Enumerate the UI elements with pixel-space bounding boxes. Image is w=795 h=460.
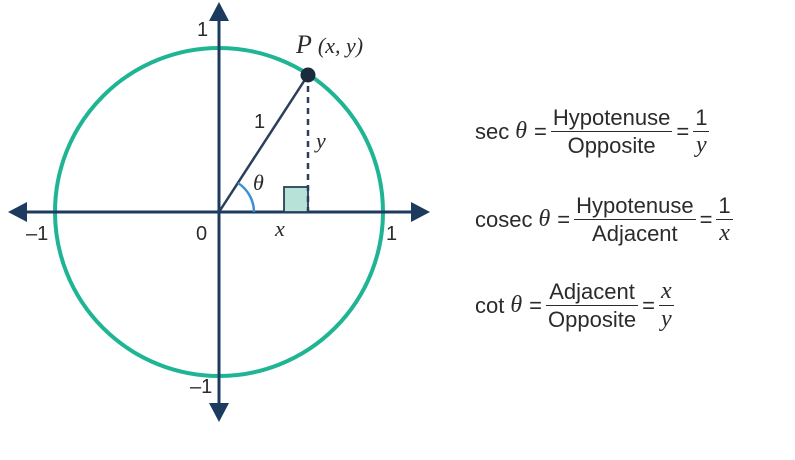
angle-label: θ (253, 170, 264, 195)
equals-sign: = (557, 206, 571, 232)
equals-sign: = (642, 292, 655, 318)
x-axis-arrow-left (8, 202, 27, 222)
fraction-bar (550, 131, 673, 132)
result-fraction: x y (658, 278, 674, 333)
cot-formula: cot θ = Adjacent Opposite = x y (475, 278, 674, 333)
result-numerator: x (660, 278, 672, 304)
result-numerator: 1 (718, 193, 731, 218)
point-p (300, 67, 316, 83)
theta-symbol: θ (538, 206, 551, 232)
angle-arc (237, 181, 256, 213)
x-pos-label: 1 (386, 223, 397, 245)
ratio-fraction: Hypotenuse Adjacent (574, 192, 696, 247)
x-neg-label: –1 (26, 223, 48, 245)
equals-sign: = (529, 292, 543, 318)
function-name: cot (475, 292, 505, 318)
ratio-fraction: Adjacent Opposite (546, 278, 639, 333)
result-fraction: 1 x (716, 192, 733, 247)
fraction-bar (546, 305, 639, 306)
ratio-fraction: Hypotenuse Opposite (550, 104, 673, 159)
result-fraction: 1 y (693, 104, 710, 159)
x-axis-arrow-right (411, 202, 430, 222)
function-name: cosec (475, 206, 533, 232)
sec-formula: sec θ = Hypotenuse Opposite = 1 y (475, 104, 710, 159)
result-numerator: 1 (695, 105, 708, 130)
equals-sign: = (534, 118, 547, 144)
origin-label: 0 (196, 223, 207, 245)
y-neg-label: –1 (190, 376, 212, 398)
equals-sign: = (699, 206, 713, 232)
fraction-denominator: Adjacent (592, 221, 678, 246)
point-label: P(x, y) (295, 30, 363, 59)
theta-symbol: θ (515, 118, 528, 144)
fraction-bar (693, 131, 710, 132)
theta-symbol: θ (510, 292, 523, 318)
right-angle-marker (283, 186, 309, 213)
y-pos-label: 1 (197, 19, 208, 41)
fraction-numerator: Hypotenuse (552, 105, 671, 130)
y-axis-arrow-down (209, 403, 229, 422)
fraction-denominator: Opposite (567, 133, 656, 158)
equals-sign: = (676, 118, 690, 144)
function-name: sec (475, 118, 510, 144)
result-denominator: x (719, 220, 730, 246)
fraction-bar (574, 219, 696, 220)
fraction-bar (658, 305, 674, 306)
vertical-leg-label: y (314, 128, 326, 153)
result-denominator: y (695, 132, 707, 158)
radius-label: 1 (254, 111, 265, 133)
fraction-denominator: Opposite (548, 307, 637, 332)
horizontal-leg-label: x (274, 216, 285, 241)
fraction-numerator: Hypotenuse (576, 193, 694, 218)
cosec-formula: cosec θ = Hypotenuse Adjacent = 1 x (475, 192, 733, 247)
fraction-numerator: Adjacent (549, 279, 635, 304)
fraction-bar (716, 219, 733, 220)
y-axis-arrow-up (209, 2, 229, 21)
result-denominator: y (660, 306, 672, 332)
radius-line (217, 74, 310, 213)
